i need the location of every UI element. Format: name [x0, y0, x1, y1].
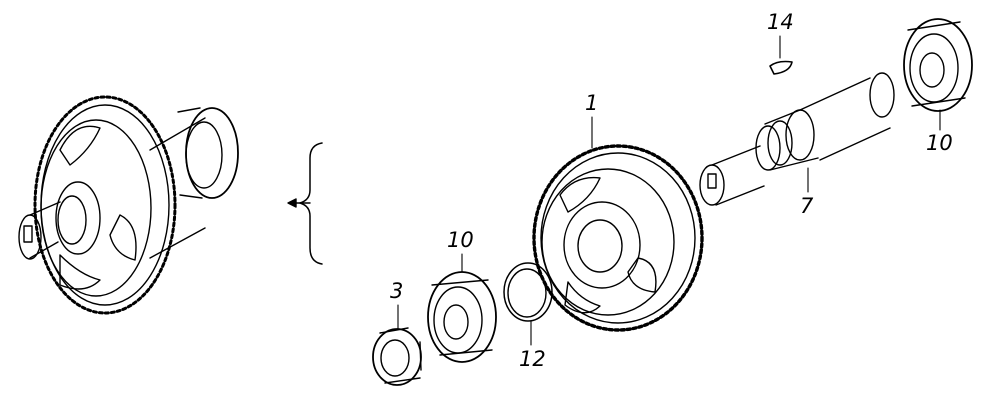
part-7-shaft — [699, 72, 895, 206]
gear-teeth — [532, 144, 704, 332]
assembled-hub — [55, 181, 101, 255]
assembled-shaft-body — [149, 117, 206, 259]
assembled-keyway — [23, 225, 33, 243]
shaft-groove — [767, 120, 793, 166]
part-10-front-bearing — [427, 271, 497, 363]
assembled-stub-end — [18, 214, 42, 260]
front-bearing-outer — [427, 271, 497, 363]
front-bearing-race — [433, 286, 483, 354]
rear-bearing-race — [909, 33, 959, 103]
assembled-hub-inner — [57, 195, 87, 245]
rear-bearing-edge — [907, 21, 966, 107]
assembled-gear-window — [59, 125, 101, 166]
assembled-gear-window — [109, 214, 137, 261]
front-bearing-edge — [431, 279, 493, 356]
assembled-bearing-edge — [177, 107, 203, 199]
shaft-end — [869, 72, 895, 118]
part-10-rear-bearing — [903, 18, 973, 112]
callout-part-12: 12 — [519, 347, 546, 371]
assembled-gear-teeth — [33, 95, 177, 315]
shaft-main-journal — [799, 77, 891, 161]
rear-bearing-bore — [919, 52, 945, 88]
part-3-collar — [372, 327, 422, 386]
gear-window — [564, 281, 601, 314]
assembled-gear-face — [40, 119, 152, 297]
front-bearing-bore — [443, 304, 469, 340]
part-12-washer — [503, 262, 553, 322]
washer-outer — [503, 262, 553, 322]
gear-window — [559, 176, 601, 213]
shaft-stub — [711, 145, 765, 206]
assembled-gear-window — [59, 254, 101, 290]
key-body — [769, 60, 793, 75]
callout-part-1: 1 — [585, 91, 599, 115]
shaft-step — [764, 109, 819, 171]
collar-outer — [372, 328, 422, 386]
part-1-gear — [532, 144, 704, 332]
callout-part-7: 7 — [800, 194, 814, 218]
rear-bearing-outer — [903, 18, 973, 112]
gear-window — [627, 257, 657, 293]
collar-inner — [380, 339, 410, 377]
part-14-key — [769, 60, 793, 75]
leader-lines — [397, 35, 941, 346]
callout-part-10-front: 10 — [447, 228, 474, 252]
gear-rim — [540, 152, 696, 324]
assembled-stub-shaft — [29, 201, 61, 259]
assembled-bearing-inner — [185, 121, 223, 189]
gear-bore — [577, 219, 623, 273]
gear-hub-ring — [563, 201, 641, 289]
callout-part-10-shaft-end: 10 — [926, 131, 953, 155]
bracket-arrow-head — [287, 198, 297, 208]
washer-inner — [507, 268, 547, 318]
shaft-stub-end — [699, 164, 725, 206]
callout-part-14: 14 — [767, 10, 794, 34]
collar-edge — [379, 327, 422, 384]
shaft-keyway — [707, 173, 717, 189]
assembled-gear-shaft — [18, 95, 239, 315]
assembly-bracket — [287, 142, 323, 265]
callout-part-3: 3 — [390, 279, 404, 303]
gear-face — [541, 168, 675, 316]
